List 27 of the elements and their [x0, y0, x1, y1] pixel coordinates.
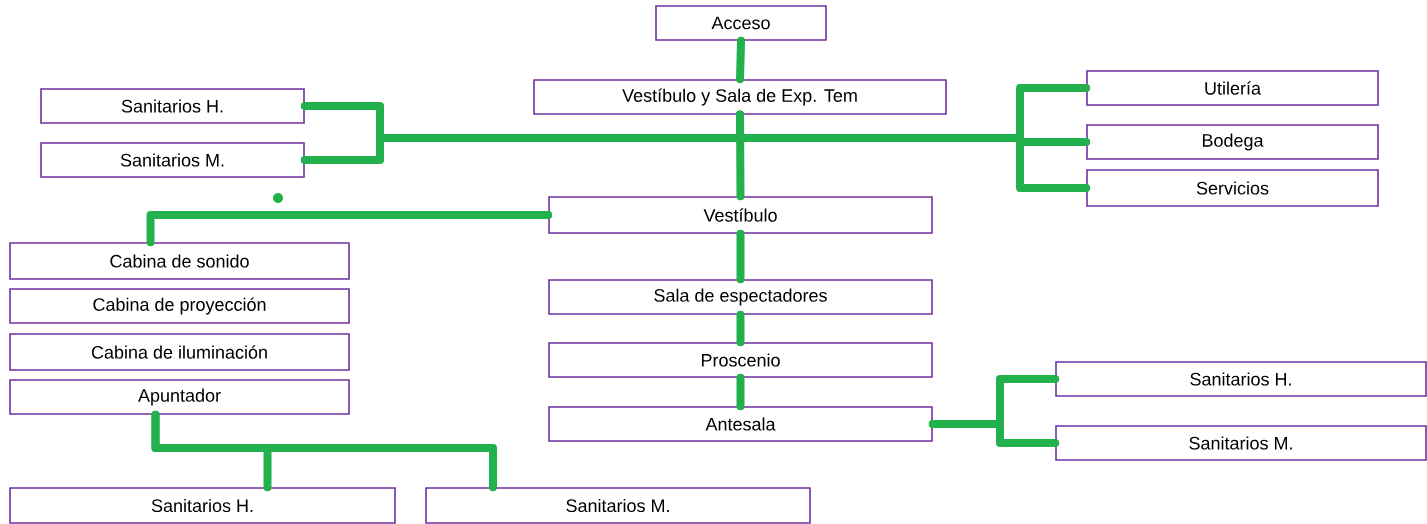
room-box: Vestíbulo: [548, 196, 933, 234]
connector-line: [146, 211, 553, 247]
connector-line: [736, 36, 745, 84]
connector-line: [736, 110, 1091, 192]
connector-line: [736, 373, 745, 411]
connector-line: [736, 310, 745, 347]
room-box: Sanitarios M.: [1055, 425, 1427, 461]
room-box: Cabina de sonido: [9, 242, 350, 280]
connector-line: [928, 420, 1060, 447]
connector-line: [151, 410, 497, 492]
room-box: Bodega: [1086, 124, 1379, 160]
room-box: Sanitarios H.: [1055, 361, 1427, 397]
room-box: Sanitarios M.: [40, 142, 305, 178]
connector-line: [736, 229, 745, 284]
room-box: Proscenio: [548, 342, 933, 378]
room-box: Servicios: [1086, 169, 1379, 207]
room-box: Utilería: [1086, 70, 1379, 106]
room-box: Sanitarios H.: [40, 88, 305, 124]
room-box: Acceso: [655, 5, 827, 41]
room-box: Sala de espectadores: [548, 279, 933, 315]
room-box: Antesala: [548, 406, 933, 442]
room-box: Cabina de iluminación: [9, 333, 350, 371]
room-box: Vestíbulo y Sala de Exp. Tem: [533, 79, 947, 115]
room-box: Sanitarios M.: [425, 487, 811, 524]
room-box: Cabina de proyección: [9, 288, 350, 324]
room-box: Apuntador: [9, 379, 350, 415]
room-box: Sanitarios H.: [9, 487, 396, 524]
